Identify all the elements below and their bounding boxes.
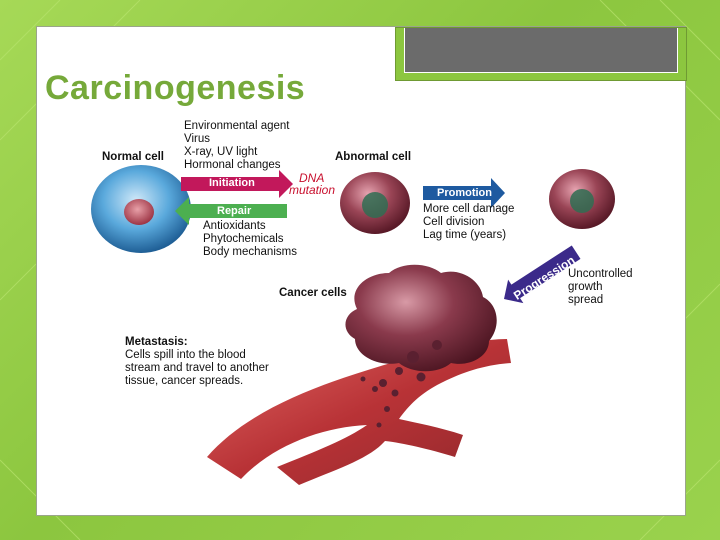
promotion-effect: More cell damage: [423, 203, 515, 215]
slide-panel: Carcinogenesis: [36, 26, 687, 516]
tumor-graphic: [345, 264, 497, 372]
promotion-label: Promotion: [437, 187, 492, 199]
progression-effect: growth: [568, 281, 603, 293]
initiation-factor: X-ray, UV light: [184, 146, 258, 158]
promotion-effect: Lag time (years): [423, 229, 507, 241]
initiation-label: Initiation: [209, 177, 255, 189]
repair-factor: Body mechanisms: [203, 246, 297, 258]
progression-effect: Uncontrolled: [568, 268, 633, 280]
repair-label: Repair: [217, 205, 252, 217]
promotion-arrow: [423, 178, 505, 208]
cancer-cells-label: Cancer cells: [279, 287, 347, 299]
header-decoration-inner: [404, 28, 678, 73]
normal-cell-label: Normal cell: [102, 151, 164, 163]
initiation-factor: Virus: [184, 133, 210, 145]
progression-arrow: [504, 245, 581, 304]
carcinogenesis-diagram: Normal cell Abnormal cell Cancer cells E…: [37, 27, 685, 515]
metastasis-text: stream and travel to another: [125, 362, 269, 374]
initiation-arrow: [181, 170, 293, 198]
abnormal-cell-label: Abnormal cell: [335, 151, 412, 163]
header-decoration: [395, 27, 687, 81]
slide-title: Carcinogenesis: [45, 69, 306, 107]
metastasis-title: Metastasis:: [125, 336, 188, 348]
abnormal-cell-nucleus: [362, 192, 388, 218]
diagram-graphics: [91, 165, 615, 485]
initiation-factor: Hormonal changes: [184, 159, 281, 171]
metastasis-text: tissue, cancer spreads.: [125, 375, 244, 387]
promotion-effect: Cell division: [423, 216, 485, 228]
dna-mutation-line: mutation: [289, 183, 336, 197]
repair-factor: Antioxidants: [203, 220, 266, 232]
abnormal-cell-2-nucleus: [570, 189, 594, 213]
repair-arrow: [175, 197, 287, 225]
normal-cell-nucleus: [124, 199, 154, 225]
metastasis-text: Cells spill into the blood: [125, 349, 246, 361]
progression-effect: spread: [568, 294, 604, 306]
blood-vessel: [207, 339, 511, 485]
repair-factor: Phytochemicals: [203, 233, 284, 245]
dna-mutation-line: DNA: [299, 171, 325, 185]
metastasizing-cells: [360, 340, 442, 428]
initiation-factor: Environmental agent: [184, 120, 290, 132]
